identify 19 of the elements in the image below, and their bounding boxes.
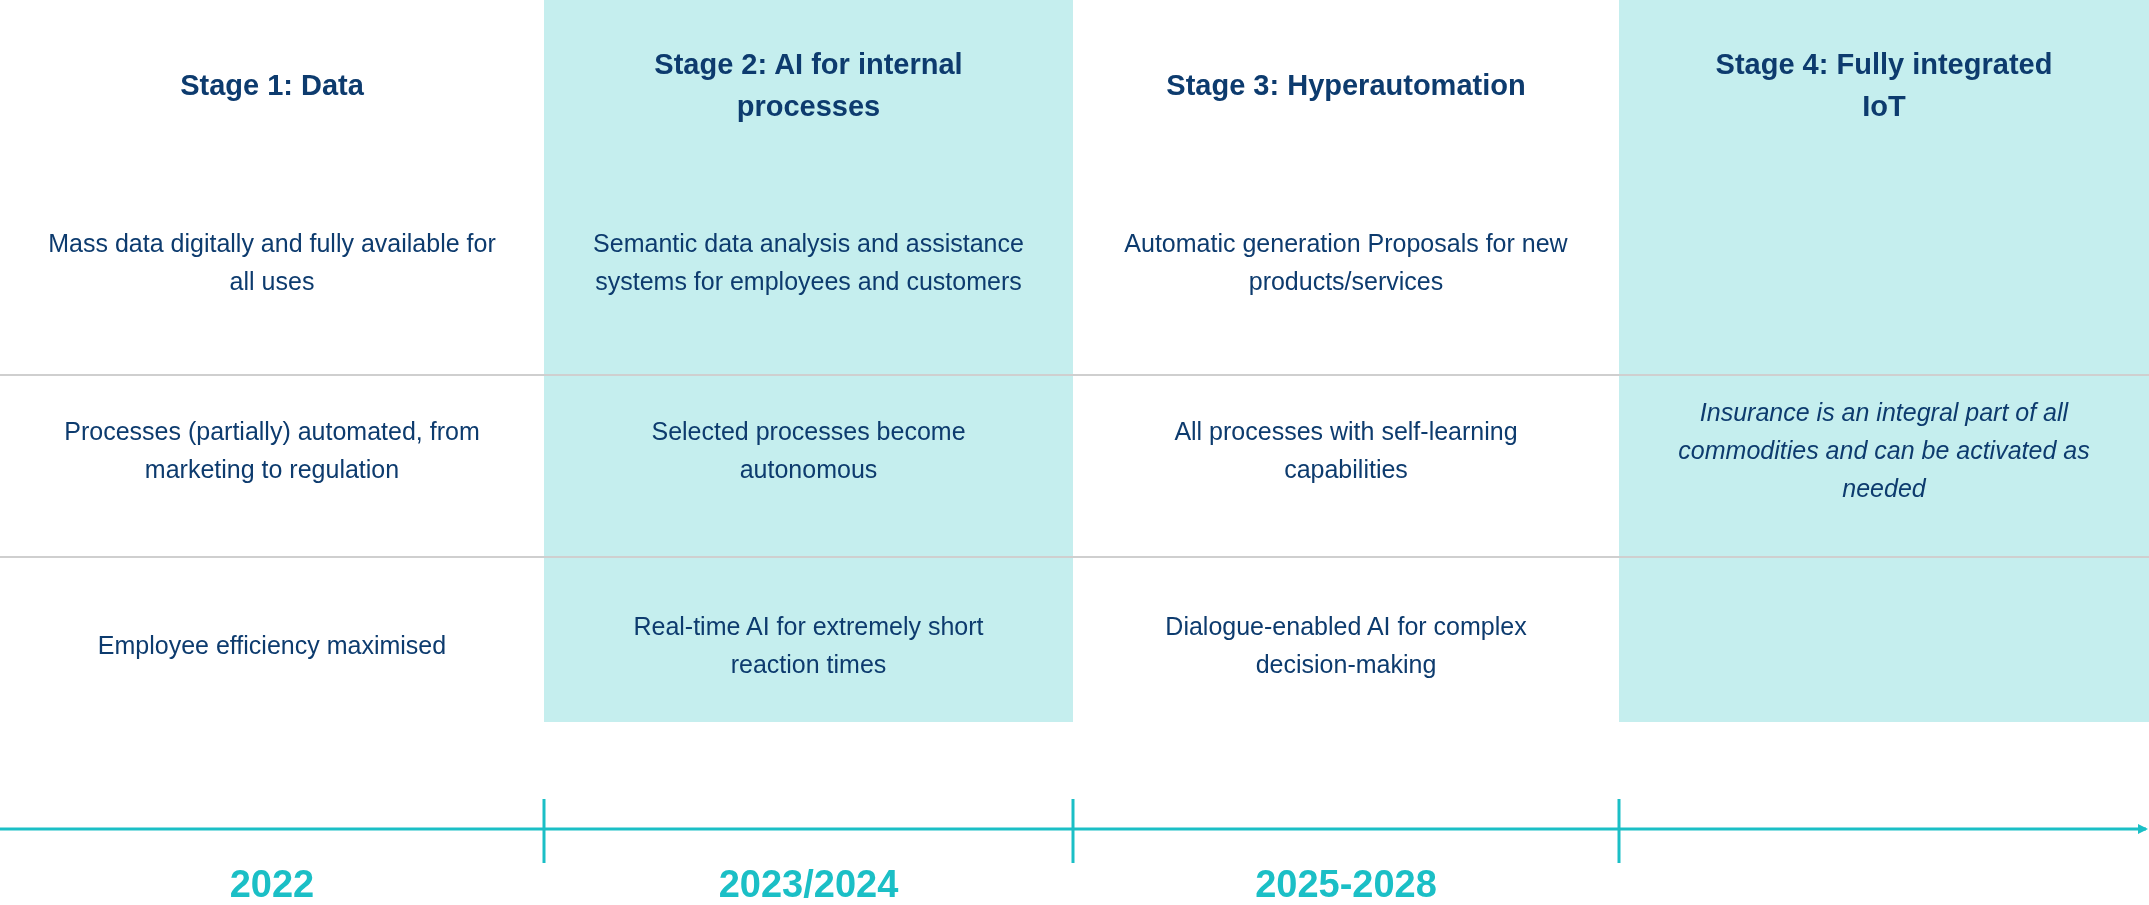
stage-description: Selected processes become autonomous	[650, 416, 967, 485]
stage-heading: Stage 3: Hyperautomation	[1166, 68, 1526, 103]
year-label: 2023/2024	[717, 865, 900, 903]
stage-description: Dialogue-enabled AI for complex decision-making	[1164, 611, 1528, 680]
stage-description: Automatic generation Proposals for new products/services	[1123, 228, 1569, 297]
stage-heading: Stage 2: AI for internal processes	[653, 47, 964, 124]
stage-description: Mass data digitally and fully available for all uses	[47, 228, 497, 297]
year-label: 2022	[228, 865, 316, 903]
stage-description: Employee efficiency maximised	[96, 630, 448, 661]
stage-heading: Stage 4: Fully integrated IoT	[1714, 47, 2054, 124]
stage-description: Real-time AI for extremely short reaction times	[632, 611, 985, 680]
column-band	[1619, 0, 2149, 722]
year-label: 2025-2028	[1254, 865, 1438, 903]
stage-heading: Stage 1: Data	[179, 68, 365, 103]
stage-description: Processes (partially) automated, from marketing to regulation	[63, 416, 481, 485]
stage-description: Insurance is an integral part of all commodities and can be activated as needed	[1677, 397, 2091, 504]
stage-description: Semantic data analysis and assistance systems for employees and customers	[592, 228, 1025, 297]
column-band	[544, 0, 1073, 722]
stage-description: All processes with self-learning capabilities	[1173, 416, 1519, 485]
